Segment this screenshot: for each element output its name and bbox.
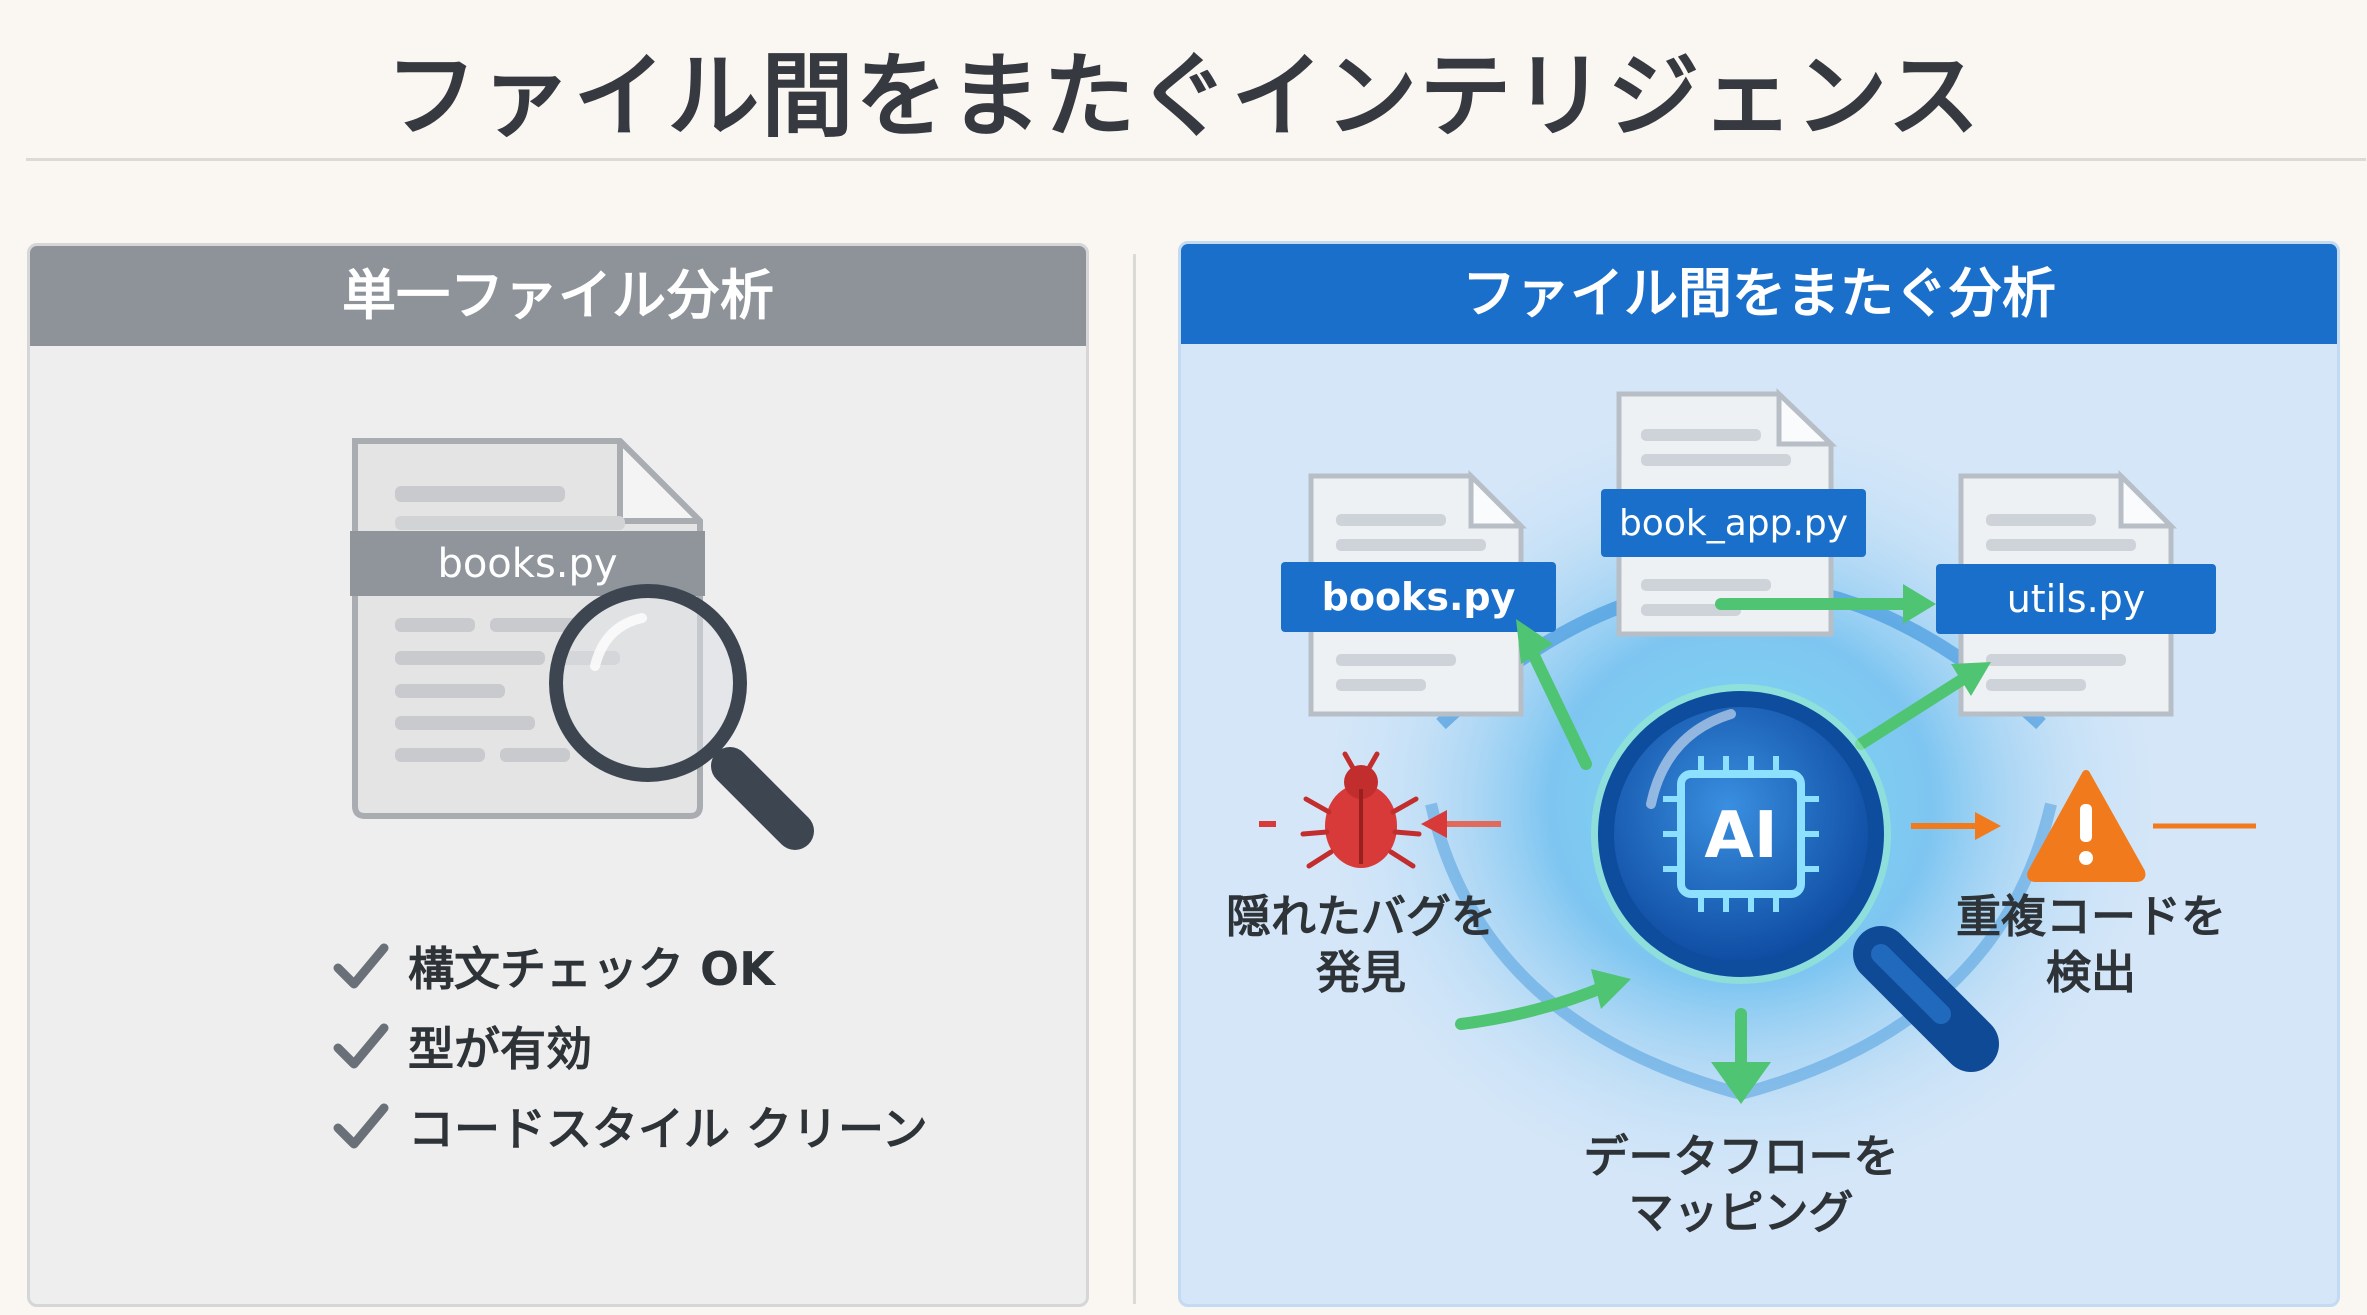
finding-dataflow-line1: データフローを — [1583, 1130, 1899, 1183]
finding-duplicate-line2: 検出 — [2045, 946, 2136, 999]
file-name-books: books.py — [1321, 575, 1516, 619]
panel-divider — [1133, 254, 1136, 1304]
file-name-book-app: book_app.py — [1618, 503, 1849, 544]
bug-icon — [1300, 751, 1422, 869]
checkmark-icon — [333, 1023, 389, 1069]
cross-file-panel: ファイル間をまたぐ分析 — [1178, 241, 2340, 1307]
finding-duplicate-line1: 重複コードを — [1955, 890, 2226, 943]
check-text: 構文チェック OK — [408, 942, 775, 996]
finding-duplicate: 重複コードを 検出 — [1911, 889, 2271, 1001]
cross-file-header: ファイル間をまたぐ分析 — [1181, 244, 2337, 344]
check-text: 型が有効 — [408, 1022, 592, 1076]
finding-bug-line1: 隠れたバグを — [1225, 890, 1496, 943]
left-file-name: books.py — [437, 541, 618, 587]
check-item: コードスタイル クリーン — [330, 1086, 928, 1166]
warning-icon — [2027, 770, 2146, 882]
finding-dataflow-line2: マッピング — [1628, 1186, 1854, 1239]
ai-magnifier-icon — [1591, 684, 1999, 1072]
check-item: 構文チェック OK — [330, 926, 928, 1006]
single-file-header: 単一ファイル分析 — [30, 246, 1086, 346]
single-file-illustration — [350, 438, 814, 850]
single-file-panel: 単一ファイル分析 books.py 構文チェック OK — [27, 243, 1089, 1307]
page-title: ファイル間をまたぐインテリジェンス — [385, 43, 1982, 150]
checkmark-icon — [333, 943, 389, 989]
file-tag-book-app — [1601, 489, 1866, 557]
finding-bug: 隠れたバグを 発見 — [1181, 889, 1541, 1001]
check-text: コードスタイル クリーン — [408, 1102, 928, 1156]
magnifier-icon — [549, 584, 814, 850]
file-tag-books — [1281, 562, 1556, 632]
finding-bug-line2: 発見 — [1315, 946, 1406, 999]
check-list: 構文チェック OK 型が有効 コードスタイル クリーン — [330, 926, 928, 1166]
file-tag-utils — [1936, 564, 2216, 634]
connection-arrows — [1455, 598, 1977, 1070]
checkmark-icon — [333, 1103, 389, 1149]
title-divider — [26, 158, 2366, 161]
ai-label: AI — [1704, 799, 1778, 873]
finding-dataflow: データフローを マッピング — [1541, 1129, 1941, 1241]
file-name-utils: utils.py — [2006, 577, 2146, 621]
check-item: 型が有効 — [330, 1006, 928, 1086]
cross-file-illustration — [1259, 388, 2256, 1204]
